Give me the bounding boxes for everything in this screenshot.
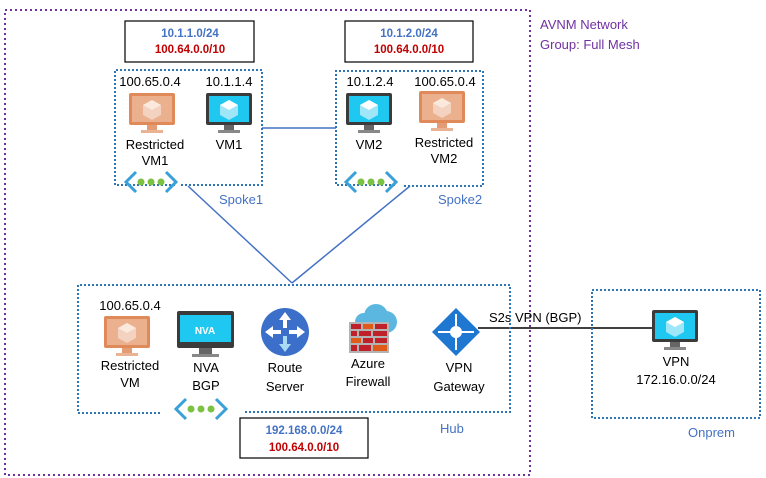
restricted-vm-icon [419, 91, 465, 131]
vm-icon [206, 93, 252, 133]
route-server-name: Server [266, 379, 305, 394]
onprem-vpn-cidr: 172.16.0.0/24 [636, 372, 716, 387]
spoke1-vnet: 10.1.1.0/24 100.64.0.0/10 100.65.0.4 Res… [114, 20, 263, 207]
hub-cidr: 192.168.0.0/24 [266, 425, 343, 437]
spoke1-vm-ip: 10.1.1.4 [206, 74, 253, 89]
restricted-vm-icon [129, 93, 175, 133]
onprem-network: VPN 172.16.0.0/24 Onprem [591, 289, 761, 440]
spoke1-restricted-vm-ip: 100.65.0.4 [119, 74, 180, 89]
hub-address-box [239, 417, 369, 459]
spoke2-restricted-vm-name: VM2 [431, 151, 458, 166]
hub-restricted-vm-name: VM [120, 375, 140, 390]
vpn-gateway-icon [432, 308, 480, 356]
vnet-icon [344, 170, 398, 194]
nva-name: NVA [193, 360, 219, 375]
spoke1-vm-name: VM1 [216, 137, 243, 152]
spoke2-vm-ip: 10.1.2.4 [347, 74, 394, 89]
spoke2-cidr: 10.1.2.0/24 [380, 28, 438, 40]
onprem-vpn-name: VPN [663, 354, 690, 369]
firewall-name: Firewall [346, 374, 391, 389]
vnet-icon [124, 170, 178, 194]
spoke1-restricted-vm-name: VM1 [142, 153, 169, 168]
restricted-vm-icon [104, 316, 150, 356]
firewall-name: Azure [351, 356, 385, 371]
hub-vnet: 192.168.0.0/24 100.64.0.0/10 Hub 100.65.… [77, 284, 511, 459]
vnet-icon [174, 397, 228, 421]
hub-label: Hub [440, 421, 464, 436]
spoke2-cidr2: 100.64.0.0/10 [374, 44, 444, 56]
spoke1-address-box [124, 20, 255, 63]
vpn-gateway-name: Gateway [433, 379, 485, 394]
vm-icon [346, 93, 392, 133]
peering-link-spoke2 [291, 185, 411, 284]
group-title: Group: Full Mesh [540, 37, 640, 52]
spoke2-label: Spoke2 [438, 192, 482, 207]
spoke2-vm-name: VM2 [356, 137, 383, 152]
spoke2-vnet: 10.1.2.0/24 100.64.0.0/10 10.1.2.4 VM2 1… [335, 20, 484, 207]
nva-icon: NVA [177, 311, 234, 357]
spoke1-restricted-vm-name: Restricted [126, 137, 185, 152]
spoke1-label: Spoke1 [219, 192, 263, 207]
spoke2-restricted-vm-name: Restricted [415, 135, 474, 150]
hub-cidr2: 100.64.0.0/10 [269, 442, 339, 454]
spoke2-restricted-vm-ip: 100.65.0.4 [414, 74, 475, 89]
spoke2-address-box [344, 20, 474, 63]
vpn-device-icon [652, 310, 698, 350]
nva-screen-label: NVA [195, 326, 215, 337]
firewall-icon [349, 304, 397, 353]
onprem-label: Onprem [688, 425, 735, 440]
route-server-name: Route [268, 360, 303, 375]
group-title: AVNM Network [540, 17, 628, 32]
vpn-gateway-name: VPN [446, 360, 473, 375]
peering-link-spoke1 [187, 185, 293, 284]
spoke1-cidr: 10.1.1.0/24 [161, 28, 219, 40]
nva-name: BGP [192, 378, 219, 393]
spoke1-cidr2: 100.64.0.0/10 [155, 44, 225, 56]
hub-restricted-vm-name: Restricted [101, 358, 160, 373]
route-server-icon [261, 308, 309, 356]
s2s-vpn-label: S2s VPN (BGP) [489, 310, 581, 325]
hub-restricted-vm-ip: 100.65.0.4 [99, 298, 160, 313]
